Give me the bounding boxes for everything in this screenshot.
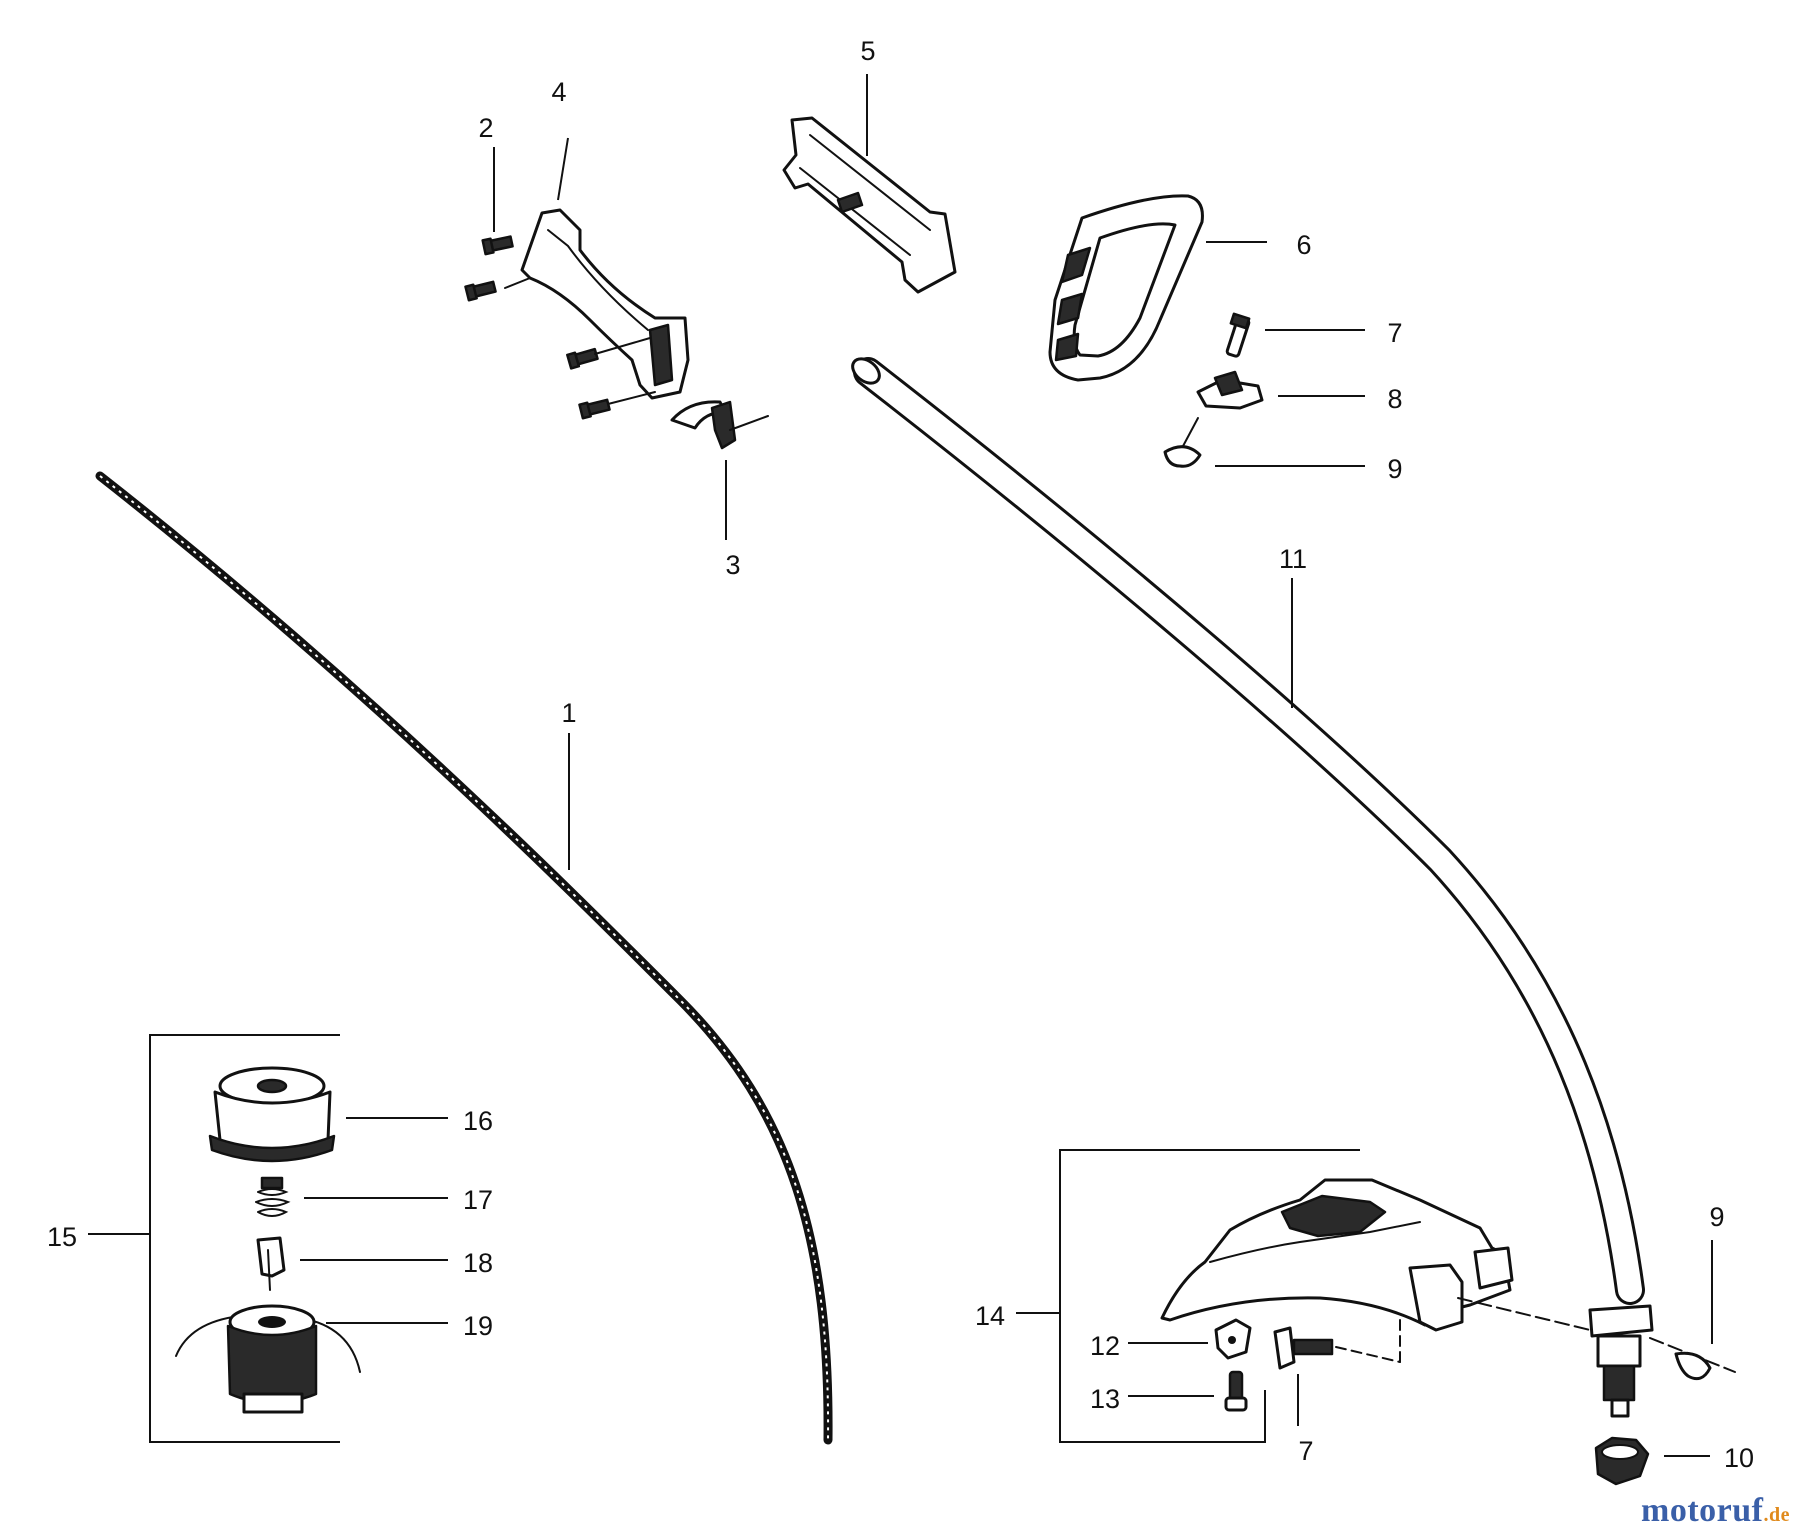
watermark-logo: motoruf.de xyxy=(1641,1492,1790,1530)
callout-7-lower: 7 xyxy=(1298,1436,1313,1466)
callout-12: 12 xyxy=(1090,1331,1120,1361)
callout-2: 2 xyxy=(478,113,493,143)
part-11-drive-tube xyxy=(851,357,1645,1305)
callout-19: 19 xyxy=(463,1311,493,1341)
part-6-d-handle xyxy=(1048,194,1204,382)
part-2-screws xyxy=(464,235,656,420)
callout-3: 3 xyxy=(725,550,740,580)
tube-end-coupling xyxy=(1457,1297,1736,1418)
part-14-guard xyxy=(1160,1178,1514,1332)
part-10-nut xyxy=(1594,1436,1650,1486)
callout-9-lower: 9 xyxy=(1709,1202,1724,1232)
bracket-frame-14 xyxy=(1059,1149,1360,1443)
part-13-screw xyxy=(1224,1370,1248,1412)
callout-5: 5 xyxy=(860,36,875,66)
callout-14: 14 xyxy=(975,1301,1005,1331)
part-17-spring xyxy=(255,1176,291,1217)
watermark-main-text: motoruf xyxy=(1641,1492,1764,1529)
callout-7-upper: 7 xyxy=(1387,318,1402,348)
part-1-drive-shaft xyxy=(95,471,833,1445)
part-3-throttle-trigger xyxy=(670,400,769,450)
part-18-clip xyxy=(256,1236,286,1291)
callout-9-upper: 9 xyxy=(1387,454,1402,484)
part-19-spool xyxy=(175,1304,361,1414)
callout-labels: 2 4 3 5 6 7 8 9 11 1 16 17 18 19 15 14 1… xyxy=(47,36,1754,1473)
callout-8: 8 xyxy=(1387,384,1402,414)
watermark-domain-text: .de xyxy=(1763,1504,1790,1526)
callout-18: 18 xyxy=(463,1248,493,1278)
callout-15: 15 xyxy=(47,1222,77,1252)
callout-1: 1 xyxy=(561,698,576,728)
part-4-rear-handle xyxy=(520,208,690,400)
callout-13: 13 xyxy=(1090,1384,1120,1414)
callout-6: 6 xyxy=(1296,230,1311,260)
part-7-carriage-bolt xyxy=(1273,1319,1401,1370)
callout-17: 17 xyxy=(463,1185,493,1215)
callout-11: 11 xyxy=(1279,544,1307,574)
part-9-wing-nut-lower xyxy=(1674,1351,1712,1381)
leader-lines xyxy=(88,74,1713,1457)
part-7-bolt xyxy=(1225,312,1251,358)
callout-16: 16 xyxy=(463,1106,493,1136)
part-9-wing-nut xyxy=(1163,417,1202,468)
part-16-spool-cover xyxy=(208,1066,336,1163)
part-5-handle-bracket xyxy=(782,116,957,294)
part-12-guard-bracket xyxy=(1214,1318,1252,1360)
bracket-frame-15 xyxy=(149,1034,340,1443)
callout-4: 4 xyxy=(551,77,566,107)
callout-10: 10 xyxy=(1724,1443,1754,1473)
part-8-clamp xyxy=(1196,370,1264,410)
